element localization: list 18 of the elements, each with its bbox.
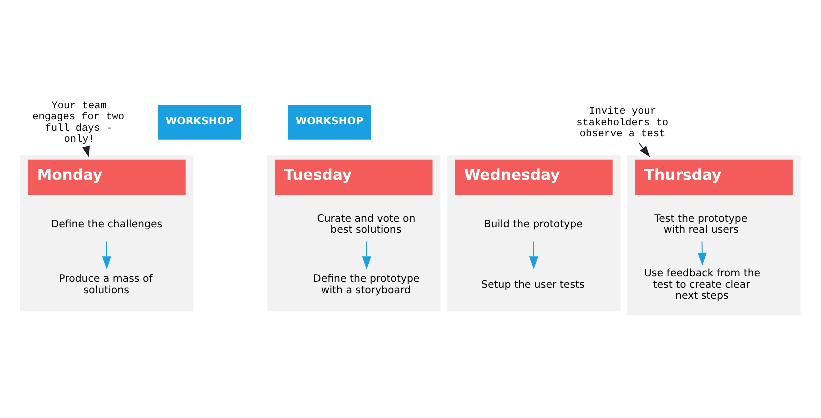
arrow	[698, 240, 707, 266]
node-text: Define the prototype with a storyboard	[313, 274, 420, 296]
node-text: Define the challenges	[51, 218, 163, 230]
node-text: Setup the user tests	[482, 279, 585, 290]
node-text: Invite your stakeholders to observe a test	[576, 106, 669, 140]
node-text: Test the prototype with real users	[654, 213, 748, 236]
arrow	[82, 145, 90, 157]
node-text: Curate and vote on best solutions	[317, 213, 416, 236]
node-text: Use feedback from the test to create clear next steps	[644, 268, 761, 302]
arrow	[638, 142, 650, 157]
arrow	[529, 240, 539, 270]
node-text: Produce a mass of solutions	[59, 274, 153, 296]
node-text: Your team engages for two full days - only!	[32, 100, 125, 146]
node-box: WORKSHOP	[158, 105, 242, 140]
node-box: WORKSHOP	[288, 105, 372, 140]
arrow	[362, 240, 372, 270]
node-text: Build the prototype	[484, 218, 583, 230]
arrow	[102, 240, 112, 270]
